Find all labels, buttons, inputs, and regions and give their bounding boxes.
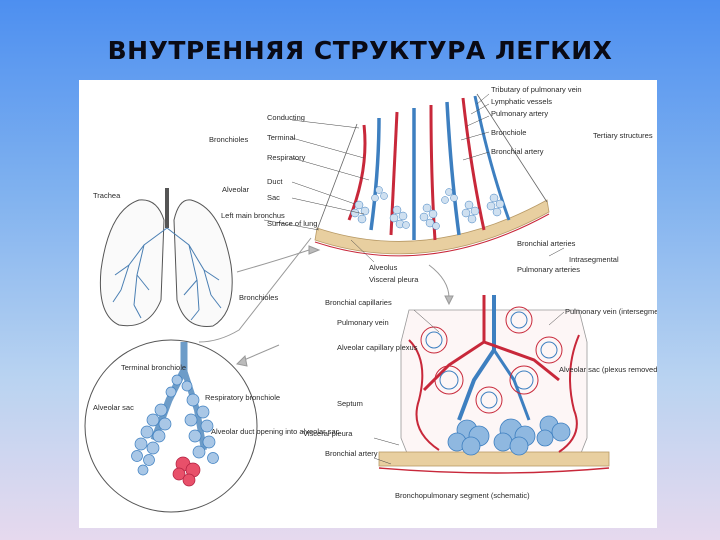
label-alveolar-duct-opening: Alveolar duct opening into alveolar sac <box>211 427 340 436</box>
label-pulmonary-vein-intersegmental: Pulmonary vein (intersegmental) <box>565 307 657 316</box>
pleura-band-top <box>314 199 550 255</box>
label-conducting: Conducting <box>267 113 305 122</box>
artery-branch <box>483 340 560 382</box>
label-bronchioles: Bronchioles <box>209 135 248 144</box>
bronchopulmonary-segment-illustration <box>378 295 610 474</box>
label-terminal-bronchiole: Terminal bronchiole <box>121 363 186 372</box>
label-intrasegmental: Intrasegmental <box>569 255 619 264</box>
label-alveolar-sac-plexus-removed: Alveolar sac (plexus removed) <box>559 365 657 374</box>
lung-structure-figure: Tributary of pulmonary vein Lymphatic ve… <box>79 80 657 528</box>
vein-branch <box>492 349 531 421</box>
label-bronchial-artery-2: Bronchial artery <box>325 449 378 458</box>
bronchial-artery-line <box>378 467 610 474</box>
label-bronchiole: Bronchiole <box>491 128 526 137</box>
label-pulmonary-arteries: Pulmonary arteries <box>517 265 580 274</box>
label-respiratory-bronchiole: Respiratory bronchiole <box>205 393 280 402</box>
label-alveolar-sac: Alveolar sac <box>93 403 134 412</box>
septal-artery <box>408 339 440 451</box>
label-visceral-pleura: Visceral pleura <box>369 275 419 284</box>
lungs-illustration <box>99 188 233 327</box>
label-trachea: Trachea <box>93 191 121 200</box>
labels: Tributary of pulmonary vein Lymphatic ve… <box>93 85 657 500</box>
vein-branch <box>473 95 511 221</box>
tertiary-structure-illustration <box>314 93 550 257</box>
label-bronchioles-bottom: Bronchioles <box>239 293 278 302</box>
slide-title: ВНУТРЕННЯЯ СТРУКТУРА ЛЕГКИХ <box>107 36 613 65</box>
terminal-bronchiole-inset <box>84 339 258 513</box>
label-sac: Sac <box>267 193 280 202</box>
artery-branch <box>461 97 486 231</box>
alveolar-clusters-top <box>350 186 505 230</box>
vein-branch <box>369 117 381 231</box>
highlighted-alveolar-sac <box>172 456 201 487</box>
pleura-band-bottom <box>378 451 610 467</box>
connector-arrows <box>198 237 454 367</box>
label-left-main-bronchus: Left main bronchus <box>221 211 285 220</box>
label-surface-of-lung: Surface of lung <box>267 219 317 228</box>
label-terminal: Terminal <box>267 133 296 142</box>
label-alveolus: Alveolus <box>369 263 398 272</box>
fan-edge-left <box>316 123 358 231</box>
fan-edge-right <box>476 93 548 203</box>
artery-trunk <box>422 295 486 392</box>
capillary-plexus-clusters <box>420 306 563 414</box>
label-alveolar-capillary-plexus: Alveolar capillary plexus <box>337 343 418 352</box>
label-alveolar: Alveolar <box>222 185 250 194</box>
label-septum: Septum <box>337 399 363 408</box>
alveolar-sacs <box>447 415 571 456</box>
septal-artery <box>558 334 580 453</box>
right-lung-outline <box>99 199 165 327</box>
label-bronchial-artery: Bronchial artery <box>491 147 544 156</box>
label-tertiary-structures: Tertiary structures <box>593 131 653 140</box>
pleura-vessel-line <box>314 213 550 257</box>
label-visceral-pleura-2: Visceral pleura <box>303 429 353 438</box>
left-lung-outline <box>173 199 233 327</box>
label-pulmonary-artery: Pulmonary artery <box>491 109 548 118</box>
vein-trunk <box>457 295 496 421</box>
alveoli-inset <box>131 374 219 476</box>
label-bronchial-capillaries: Bronchial capillaries <box>325 298 392 307</box>
lung-diagram: Tributary of pulmonary vein Lymphatic ve… <box>84 85 657 513</box>
label-bronchopulmonary-segment: Bronchopulmonary segment (schematic) <box>395 491 530 500</box>
label-bronchial-arteries: Bronchial arteries <box>517 239 576 248</box>
label-duct: Duct <box>267 177 283 186</box>
leader-lines <box>263 93 565 465</box>
label-respiratory: Respiratory <box>267 153 306 162</box>
label-lymphatic-vessels: Lymphatic vessels <box>491 97 552 106</box>
bronchial-tree <box>112 227 222 321</box>
label-pulmonary-vein-left: Pulmonary vein <box>337 318 389 327</box>
vein-branch <box>445 101 461 236</box>
label-tributary-pulmonary-vein: Tributary of pulmonary vein <box>491 85 582 94</box>
